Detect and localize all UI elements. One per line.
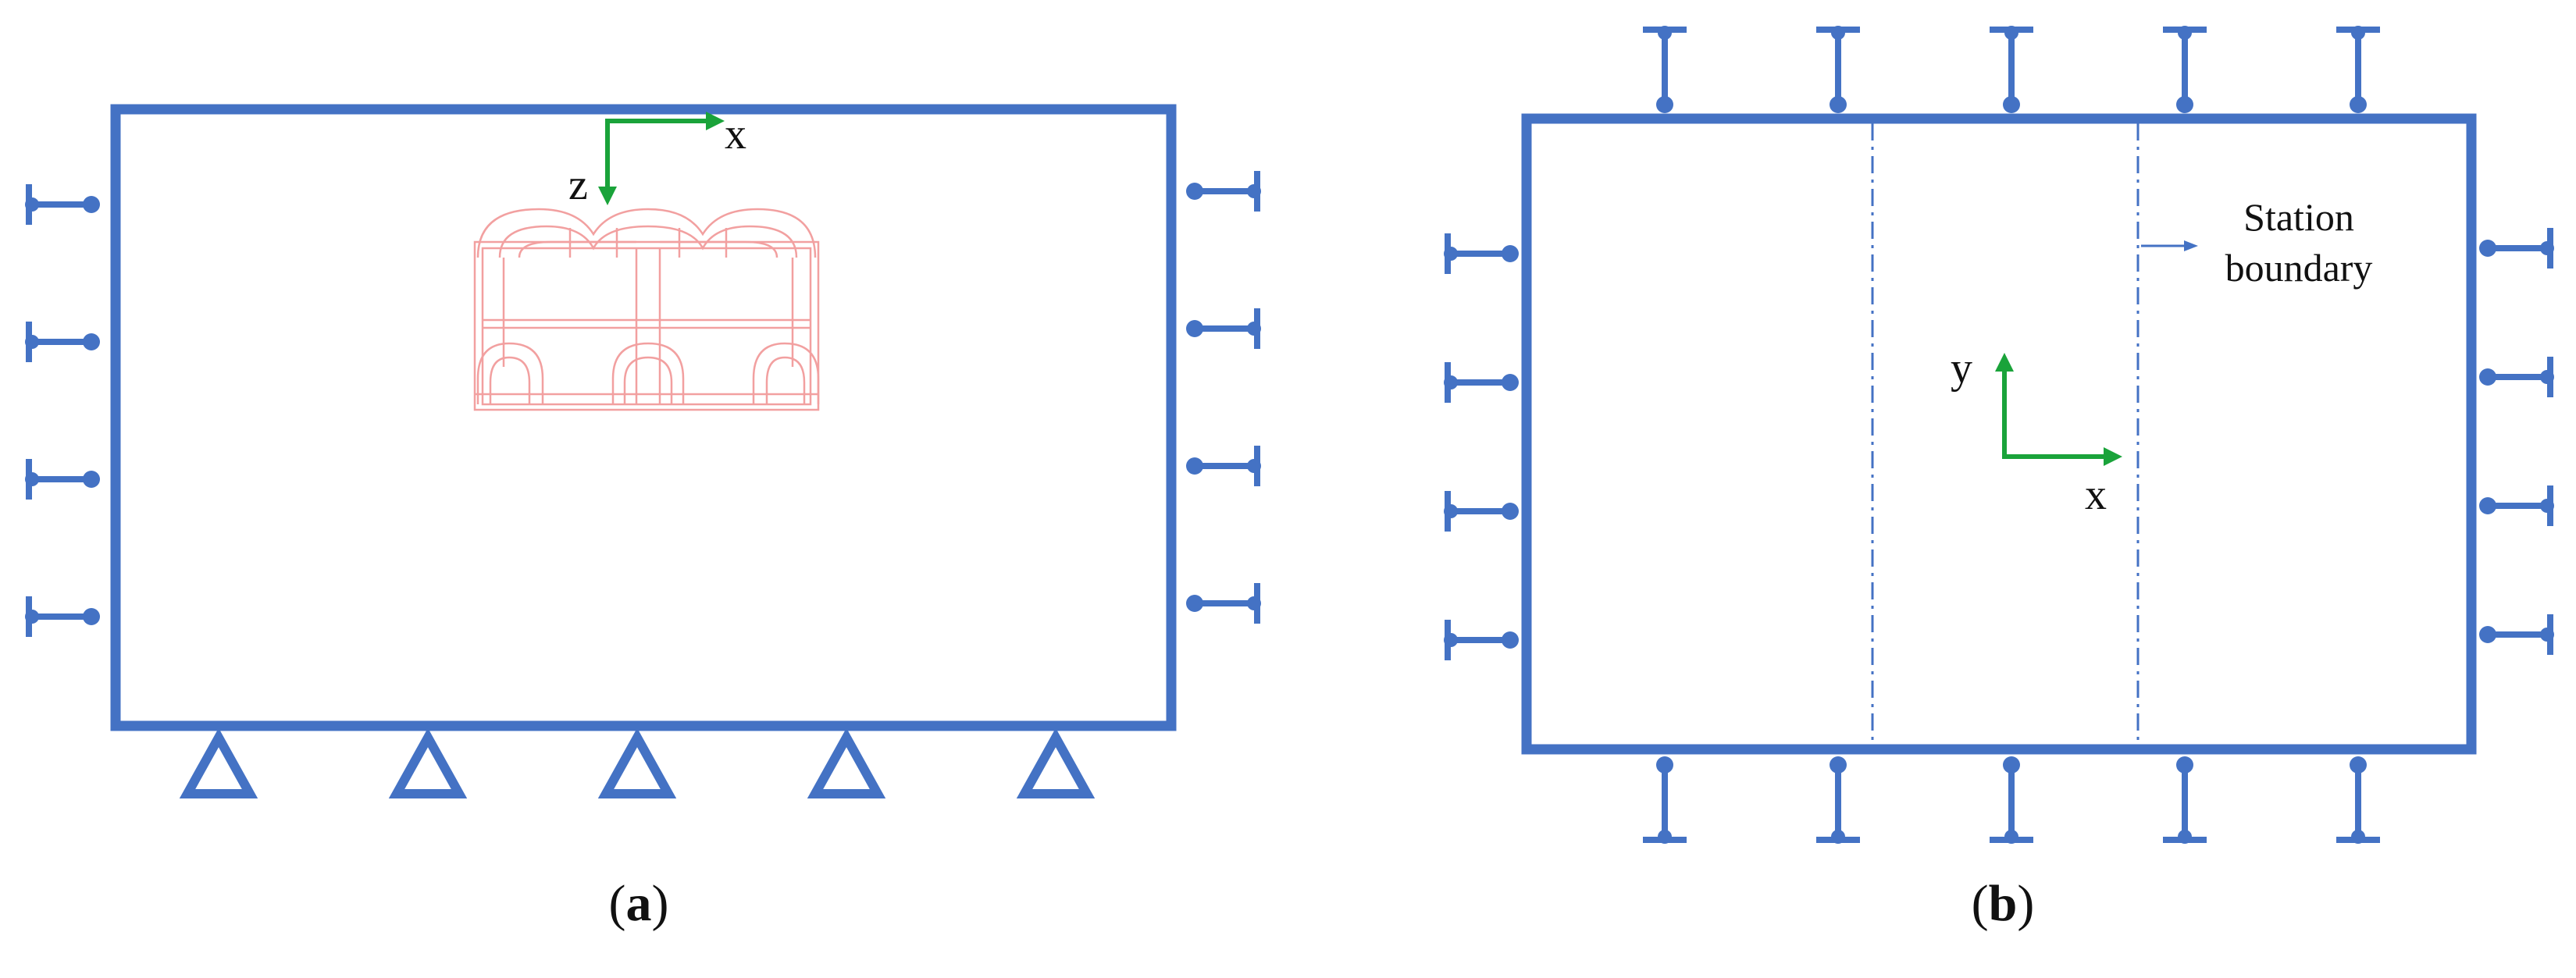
roller-support-icon	[2479, 614, 2554, 655]
pin-support-icon	[1016, 727, 1096, 798]
roller-support-icon	[1990, 26, 2033, 113]
panel-a-soil-boundary	[110, 104, 1177, 731]
roller-support-icon	[1990, 756, 2033, 844]
axis-x-label: x	[725, 110, 746, 158]
roller-support-icon	[1186, 583, 1261, 624]
roller-support-icon	[1643, 756, 1687, 844]
lower-arch-left	[476, 342, 544, 404]
panel-b-soil-boundary	[1521, 113, 2477, 755]
roller-support-icon	[25, 184, 100, 225]
station-structure-icon	[473, 208, 820, 411]
panel-b-right-supports	[2479, 228, 2554, 655]
panel-a-bottom-supports	[179, 727, 1096, 798]
roller-support-icon	[2336, 756, 2380, 844]
panel-a-axis-icon	[598, 112, 725, 205]
caption-letter: a	[625, 875, 652, 932]
roller-support-icon	[1816, 26, 1860, 113]
panel-b-bottom-supports	[1643, 756, 2380, 844]
panel-a-caption: (a)	[561, 874, 717, 934]
lower-arch-right	[752, 342, 820, 404]
panel-a: x z	[25, 104, 1261, 798]
panel-b-left-supports	[1444, 233, 1519, 660]
panel-a-left-supports	[25, 184, 100, 637]
pin-support-icon	[388, 727, 468, 798]
pin-support-icon	[597, 727, 677, 798]
axis-y-label: y	[1951, 344, 1972, 393]
upper-arch-inner	[498, 225, 798, 258]
upper-arch-outer	[476, 208, 817, 258]
roller-support-icon	[1444, 362, 1519, 403]
annotation-arrowhead	[2184, 240, 2198, 251]
panel-b-top-supports	[1643, 26, 2380, 113]
caption-open-paren: (	[608, 875, 626, 932]
panel-b-caption: (b)	[1925, 874, 2081, 934]
roller-support-icon	[2336, 26, 2380, 113]
axis-z-arrowhead	[598, 187, 617, 205]
panel-b-axis-icon	[1995, 353, 2122, 466]
caption-close-paren: )	[2017, 875, 2035, 932]
caption-close-paren: )	[651, 875, 669, 932]
pin-support-icon	[807, 727, 886, 798]
roller-support-icon	[1444, 233, 1519, 274]
roller-support-icon	[25, 322, 100, 362]
axis-x-arrowhead	[2104, 447, 2122, 466]
panel-a-right-supports	[1186, 171, 1261, 624]
annotation-line-1: Station	[2243, 195, 2354, 239]
caption-open-paren: (	[1971, 875, 1989, 932]
roller-support-icon	[25, 459, 100, 500]
axis-y-arrowhead	[1995, 353, 2014, 372]
roller-support-icon	[2163, 26, 2207, 113]
roller-support-icon	[2479, 357, 2554, 397]
lower-arch-right-inner	[765, 356, 806, 404]
roller-support-icon	[1186, 308, 1261, 349]
roller-support-icon	[2163, 756, 2207, 844]
annotation-line-2: boundary	[2225, 246, 2373, 290]
structure-inner-wall	[481, 247, 812, 406]
roller-support-icon	[1643, 26, 1687, 113]
structure-outer-wall	[473, 240, 820, 411]
roller-support-icon	[1186, 446, 1261, 486]
roller-support-icon	[1444, 491, 1519, 532]
roller-support-icon	[1816, 756, 1860, 844]
lower-arch-left-inner	[489, 356, 531, 404]
roller-support-icon	[1186, 171, 1261, 212]
roller-support-icon	[25, 596, 100, 637]
lower-arch-center-inner	[623, 356, 673, 404]
pin-support-icon	[179, 727, 258, 798]
roller-support-icon	[2479, 228, 2554, 269]
caption-letter: b	[1988, 875, 2018, 932]
lower-arch-center	[611, 342, 685, 404]
panel-b: Station boundary x y	[1444, 26, 2554, 844]
axis-x-label: x	[2085, 471, 2107, 519]
roller-support-icon	[2479, 485, 2554, 526]
upper-arch-line	[518, 240, 779, 258]
roller-support-icon	[1444, 620, 1519, 660]
axis-x-arrowhead	[706, 112, 725, 130]
axis-z-label: z	[568, 161, 588, 209]
